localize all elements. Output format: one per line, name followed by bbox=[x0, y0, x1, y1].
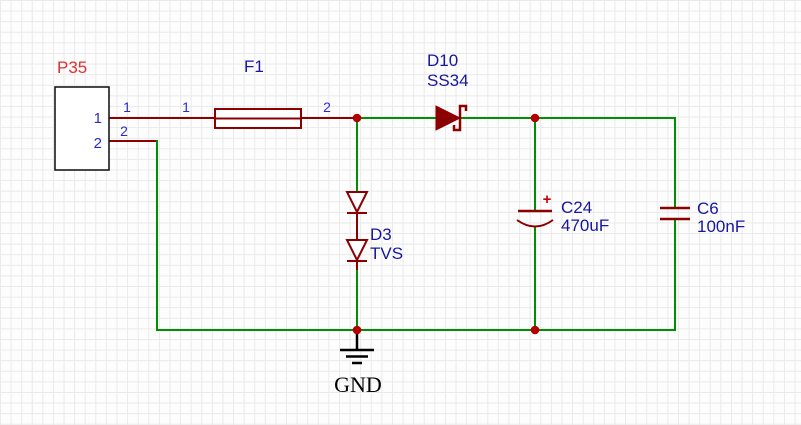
tvs-upper-triangle bbox=[345, 191, 369, 215]
capacitor-c6[interactable]: C6 100nF bbox=[660, 199, 745, 236]
diode-d10[interactable]: D10 SS34 bbox=[427, 51, 469, 132]
junction-dot bbox=[530, 325, 540, 335]
net-wires bbox=[108, 117, 676, 331]
tvs-designator: D3 bbox=[370, 225, 392, 244]
c6-value: 100nF bbox=[697, 217, 745, 236]
fuse-pin2-number: 2 bbox=[323, 99, 331, 115]
diode-triangle bbox=[435, 105, 462, 131]
connector-designator: P35 bbox=[57, 58, 87, 77]
diode-schottky-cathode-bar bbox=[452, 104, 468, 132]
connector-pin1-name: 1 bbox=[94, 110, 102, 127]
gnd-label: GND bbox=[334, 372, 382, 397]
c24-value: 470uF bbox=[561, 216, 609, 235]
junction-dot bbox=[352, 325, 362, 335]
ground-symbol[interactable]: GND bbox=[334, 330, 382, 397]
junction-dot bbox=[352, 113, 362, 123]
c6-designator: C6 bbox=[697, 199, 719, 218]
connector-pin2-number: 2 bbox=[120, 123, 128, 139]
fuse-designator: F1 bbox=[244, 57, 264, 76]
tvs-d3[interactable]: D3 TVS bbox=[345, 191, 403, 270]
c24-curved-plate bbox=[516, 219, 554, 228]
connector-body bbox=[54, 86, 110, 171]
tvs-comment: TVS bbox=[370, 244, 403, 263]
connector-pin1-number: 1 bbox=[123, 99, 131, 115]
fuse-pin1-number: 1 bbox=[182, 99, 190, 115]
connector-pin2-name: 2 bbox=[94, 135, 102, 152]
connector-p35[interactable]: P35 1 2 1 2 bbox=[54, 58, 131, 171]
c24-plus-mark: + bbox=[543, 191, 552, 208]
capacitor-c24[interactable]: + C24 470uF bbox=[516, 191, 609, 235]
diode-designator: D10 bbox=[427, 51, 458, 70]
junction-dot bbox=[530, 113, 540, 123]
c24-designator: C24 bbox=[561, 198, 592, 217]
tvs-lower-triangle bbox=[345, 239, 369, 263]
junction-dots bbox=[352, 113, 540, 335]
diode-comment: SS34 bbox=[427, 71, 469, 90]
fuse-f1[interactable]: F1 1 2 bbox=[182, 57, 331, 129]
